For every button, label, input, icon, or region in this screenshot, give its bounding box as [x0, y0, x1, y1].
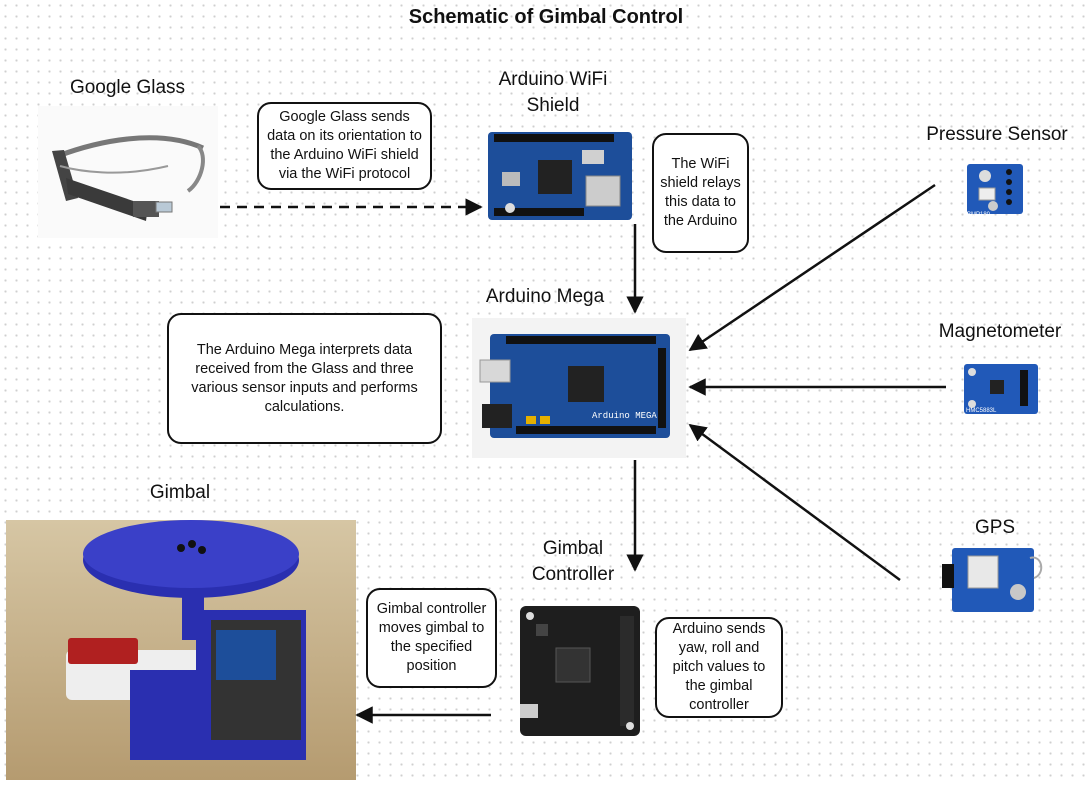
arrow-gps-to-mega: [688, 423, 901, 582]
label-google-glass: Google Glass: [69, 77, 186, 98]
magnetometer-image: HMC5883L: [960, 360, 1044, 418]
label-gps: GPS: [974, 517, 1016, 538]
arduino-wifi-shield-image: [486, 128, 636, 224]
diagram-title: Schematic of Gimbal Control: [408, 6, 684, 28]
google-glass-image: [38, 106, 218, 238]
callout-controller-moves: Gimbal controller moves gimbal to the sp…: [366, 588, 497, 688]
label-magnetometer: Magnetometer: [938, 321, 1062, 342]
gimbal-image: [6, 520, 356, 780]
callout-mega-interprets: The Arduino Mega interprets data receive…: [167, 313, 442, 444]
callout-arduino-sends: Arduino sends yaw, roll and pitch values…: [655, 617, 783, 718]
label-arduino-mega: Arduino Mega: [485, 286, 605, 307]
pressure-chip-text: BMP180: [967, 212, 991, 218]
magnetometer-chip-text: HMC5883L: [966, 408, 997, 414]
pressure-sensor-image: BMP180: [963, 160, 1035, 218]
callout-shield-relay: The WiFi shield relays this data to the …: [652, 133, 749, 253]
label-wifi-shield: Arduino WiFi Shield: [498, 69, 608, 116]
gps-image: [938, 544, 1048, 616]
arduino-mega-image: Arduino MEGA: [472, 318, 686, 458]
callout-glass-to-shield: Google Glass sends data on its orientati…: [257, 102, 432, 190]
gimbal-controller-image: [516, 604, 644, 738]
label-gimbal-controller: Gimbal Controller: [531, 538, 615, 585]
mega-silkscreen-text: Arduino MEGA: [592, 411, 657, 421]
label-gimbal: Gimbal: [149, 482, 211, 503]
label-pressure-sensor: Pressure Sensor: [926, 124, 1068, 145]
arrow-pressure-to-mega: [688, 183, 936, 352]
